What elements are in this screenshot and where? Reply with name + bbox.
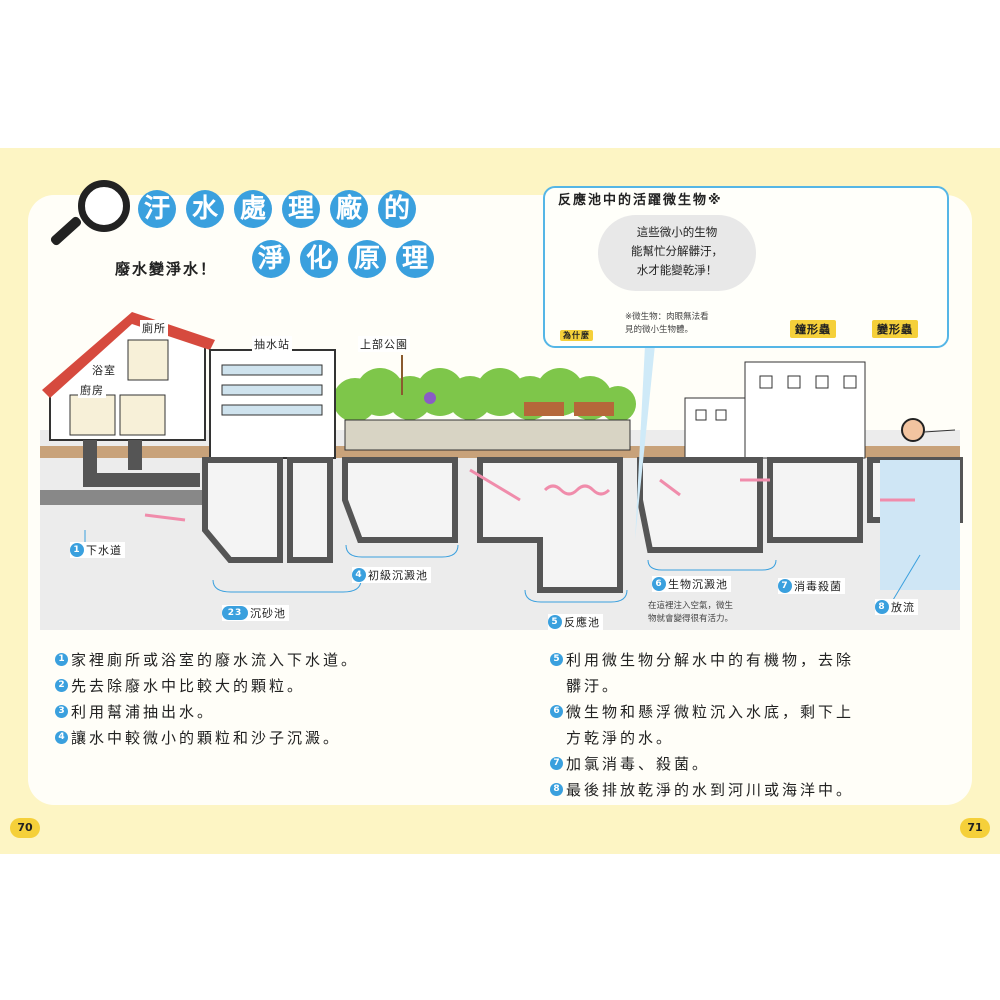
bubble-line: 水才能變乾淨！	[636, 263, 718, 277]
explanation-text: 家裡廁所或浴室的廢水流入下水道。	[71, 651, 360, 669]
title-char: 廠	[330, 190, 368, 228]
note-line: 見的微小生物體。	[625, 325, 694, 335]
bubble-line: 能幫忙分解髒汙，	[631, 244, 723, 258]
label-toilet: 廁所	[140, 320, 168, 336]
note-line: 在這裡注入空氣，微生	[648, 601, 734, 611]
stage-text: 反應池	[564, 616, 600, 629]
stage-number: 1	[70, 543, 84, 557]
magnifier-icon	[78, 180, 130, 232]
speech-bubble: 這些微小的生物 能幫忙分解髒汙， 水才能變乾淨！	[598, 215, 756, 291]
sewer-pipes	[83, 440, 200, 487]
title-char: 水	[186, 190, 224, 228]
title-char: 的	[378, 190, 416, 228]
stage-number: 23	[222, 606, 248, 620]
title-char: 理	[282, 190, 320, 228]
river	[880, 460, 960, 590]
explanation-text: 最後排放乾淨的水到河川或海洋中。	[566, 781, 855, 799]
explanation-text: 微生物和懸浮微粒沉入水底，剩下上	[566, 703, 855, 721]
title-char: 化	[300, 240, 338, 278]
title-char: 原	[348, 240, 386, 278]
explanation-number: 2	[55, 679, 68, 692]
explanation-number: 1	[55, 653, 68, 666]
page-number-right: 71	[960, 818, 990, 838]
stage-text: 生物沉澱池	[668, 578, 728, 591]
stage-text: 下水道	[86, 544, 122, 557]
house	[42, 312, 215, 441]
explanation-continuation: 方乾淨的水。	[566, 729, 675, 747]
stage-text: 初級沉澱池	[368, 569, 428, 582]
park-bench-2	[574, 402, 614, 416]
park-bench-1	[524, 402, 564, 416]
label-rooftop-park: 上部公園	[358, 336, 410, 352]
pump-building-windows	[221, 364, 323, 416]
building-small	[684, 397, 746, 459]
callout-pointer	[635, 345, 655, 540]
sewer-main	[40, 490, 215, 505]
stage-number: 8	[875, 600, 889, 614]
explanation-number: 4	[55, 731, 68, 744]
explanation-text: 利用幫浦抽出水。	[71, 703, 216, 721]
explanation-text: 利用微生物分解水中的有機物，去除	[566, 651, 855, 669]
page-number-left: 70	[10, 818, 40, 838]
organism-label-amoeba: 變形蟲	[872, 320, 918, 338]
microorganism-note: ※微生物：肉眼無法看 見的微小生物體。	[625, 311, 709, 337]
explanation-text: 加氯消毒、殺菌。	[566, 755, 711, 773]
tree-line	[333, 368, 636, 422]
stage-text: 消毒殺菌	[794, 580, 842, 593]
label-bathroom: 浴室	[90, 362, 118, 378]
fisherman-figure	[901, 418, 925, 442]
title-char: 理	[396, 240, 434, 278]
note-line: 物就會變得很有活力。	[648, 614, 734, 624]
explanation-text: 先去除廢水中比較大的顆粒。	[71, 677, 306, 695]
title-char: 處	[234, 190, 272, 228]
reaction-tank-note: 在這裡注入空氣，微生 物就會變得很有活力。	[648, 600, 733, 626]
explanation-number: 7	[550, 757, 563, 770]
callout-title: 反應池中的活躍微生物※	[558, 193, 723, 208]
stage-number: 6	[652, 577, 666, 591]
page-subtitle: 廢水變淨水！	[115, 260, 218, 278]
explanation-continuation: 髒汙。	[566, 677, 621, 695]
fishing-rod	[923, 429, 956, 433]
bubble-line: 這些微小的生物	[636, 225, 718, 239]
stage-number: 7	[778, 579, 792, 593]
organism-label-vorticella: 鐘形蟲	[790, 320, 836, 338]
title-char: 汙	[138, 190, 176, 228]
rooftop-park-slab	[344, 419, 631, 451]
building-windows	[695, 375, 857, 421]
explanation-number: 6	[550, 705, 563, 718]
note-line: ※微生物：肉眼無法看	[625, 312, 709, 322]
explanation-number: 3	[55, 705, 68, 718]
label-kitchen: 廚房	[78, 382, 106, 398]
explanation-number: 5	[550, 653, 563, 666]
stage-text: 沉砂池	[250, 607, 286, 620]
title-char: 淨	[252, 240, 290, 278]
balloon	[424, 392, 436, 404]
stage-number: 5	[548, 615, 562, 629]
explanation-number: 8	[550, 783, 563, 796]
explanation-text: 讓水中較微小的顆粒和沙子沉澱。	[71, 729, 342, 747]
label-pump-station: 抽水站	[252, 336, 292, 352]
stage-text: 放流	[891, 601, 915, 614]
character-label: 為什麼	[560, 330, 593, 341]
stage-number: 4	[352, 568, 366, 582]
flow-arrows	[144, 468, 915, 522]
